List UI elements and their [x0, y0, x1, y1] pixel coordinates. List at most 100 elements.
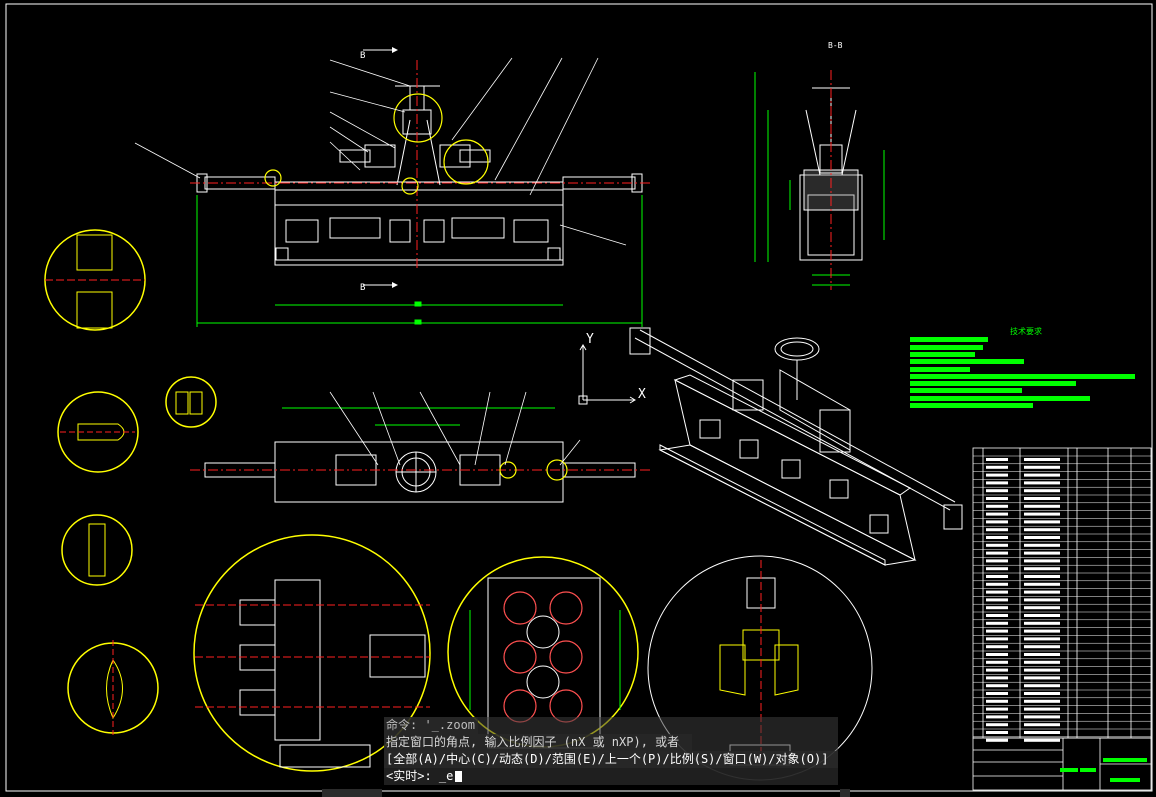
parts-list-cell-fill — [986, 660, 1008, 664]
title-block[interactable] — [972, 737, 1152, 791]
front-view[interactable] — [196, 85, 643, 266]
parts-list-cell-fill — [1024, 489, 1060, 493]
parts-list-cell-fill — [986, 598, 1008, 602]
parts-list-cell-fill — [986, 473, 1008, 477]
section-marker-b — [363, 47, 398, 288]
parts-list-cell-fill — [986, 606, 1008, 610]
detail-g[interactable] — [61, 514, 133, 586]
parts-list-cell-fill — [986, 738, 1008, 742]
parts-list-cell-fill — [1024, 512, 1060, 516]
parts-list-table[interactable] — [972, 447, 1152, 739]
parts-list-cell-fill — [1024, 606, 1060, 610]
parts-list-cell-fill — [1024, 621, 1060, 625]
parts-list-cell-fill — [986, 481, 1008, 485]
parts-list-cell-fill — [1024, 575, 1060, 578]
detail-e[interactable] — [57, 391, 139, 473]
parts-list-cell-fill — [986, 489, 1008, 493]
parts-list-cell-fill — [1024, 645, 1060, 649]
detail-d[interactable] — [44, 229, 146, 331]
command-history-line-2: 指定窗口的角点, 输入比例因子 (nX 或 nXP), 或者 — [384, 734, 692, 751]
parts-list-cell-fill — [1024, 668, 1060, 672]
parts-list-cell-fill — [986, 582, 1008, 586]
top-detail-markers — [499, 459, 568, 481]
parts-list-cell-fill — [1024, 692, 1060, 695]
status-strip-right — [840, 789, 850, 797]
top-view[interactable] — [204, 441, 636, 503]
side-view-b-b[interactable] — [799, 87, 863, 261]
parts-list-cell-fill — [986, 731, 1008, 734]
parts-list-cell-fill — [1024, 684, 1060, 688]
parts-list-cell-fill — [986, 512, 1008, 516]
parts-list-cell-fill — [986, 559, 1008, 563]
tech-requirements-title: 技术要求 — [1010, 326, 1042, 336]
parts-list-cell-fill — [986, 551, 1008, 555]
parts-list-cell-fill — [986, 668, 1008, 672]
parts-list-cell-fill — [1024, 715, 1060, 719]
drawing-frame — [5, 3, 1153, 792]
parts-list-cell-fill — [1024, 504, 1060, 508]
parts-list-cell-fill — [986, 653, 1008, 656]
front-detail-markers — [264, 93, 489, 195]
tech-requirements-lines — [910, 337, 1135, 408]
section-marker-label-top: B — [360, 51, 365, 61]
parts-list-cell-fill — [1024, 567, 1060, 571]
parts-list-cell-fill — [1024, 458, 1060, 461]
detail-c[interactable] — [165, 376, 217, 428]
parts-list-cell-fill — [1024, 465, 1060, 469]
parts-list-cell-fill — [986, 699, 1008, 703]
parts-list-cell-fill — [1024, 723, 1060, 727]
parts-list-cell-fill — [986, 637, 1008, 641]
section-label-b-b: B-B — [828, 41, 843, 50]
parts-list-cell-fill — [1024, 497, 1060, 500]
parts-list-cell-fill — [1024, 543, 1060, 547]
top-leaders — [329, 391, 581, 466]
command-caret — [455, 771, 463, 782]
section-marker-label-bottom: B — [360, 283, 365, 293]
parts-list-cell-fill — [1024, 676, 1060, 680]
parts-list-cell-fill — [986, 676, 1008, 680]
parts-list-cell-fill — [986, 707, 1008, 711]
status-strip-left — [322, 789, 382, 797]
parts-list-cell-fill — [1024, 738, 1060, 742]
parts-list-cell-fill — [1024, 481, 1060, 485]
command-line-panel[interactable]: 命令: '_.zoom 指定窗口的角点, 输入比例因子 (nX 或 nXP), … — [384, 717, 838, 785]
ucs-x-label: X — [638, 387, 646, 402]
parts-list-cell-fill — [986, 590, 1008, 594]
command-history-line-3: [全部(A)/中心(C)/动态(D)/范围(E)/上一个(P)/比例(S)/窗口… — [384, 751, 838, 768]
parts-list-cell-fill — [1024, 520, 1060, 524]
parts-list-cell-fill — [986, 723, 1008, 727]
detail-a[interactable] — [67, 640, 159, 735]
parts-list-cell-fill — [986, 645, 1008, 649]
parts-list-cell-fill — [986, 614, 1008, 617]
front-leaders — [134, 57, 627, 246]
parts-list-cell-fill — [986, 715, 1008, 719]
parts-list-cell-fill — [986, 629, 1008, 633]
parts-list-cell-fill — [986, 497, 1008, 500]
parts-list-cell-fill — [1024, 629, 1060, 633]
parts-list-cell-fill — [1024, 707, 1060, 711]
parts-list-cell-fill — [1024, 559, 1060, 563]
command-input[interactable]: <实时>: _e — [384, 768, 838, 785]
command-prompt: <实时>: _e — [386, 769, 454, 783]
parts-list-cell-fill — [986, 575, 1008, 578]
parts-list-cell-fill — [1024, 653, 1060, 656]
parts-list-cell-fill — [986, 692, 1008, 695]
parts-list-cell-fill — [1024, 473, 1060, 477]
parts-list-cell-fill — [1024, 551, 1060, 555]
parts-list-cell-fill — [1024, 598, 1060, 602]
parts-list-cell-fill — [1024, 536, 1060, 539]
parts-list-cell-fill — [986, 520, 1008, 524]
ucs-icon — [578, 344, 636, 405]
parts-list-cell-fill — [986, 528, 1008, 532]
parts-list-cell-fill — [986, 536, 1008, 539]
parts-list-cell-fill — [1024, 637, 1060, 641]
isometric-view[interactable] — [629, 327, 963, 566]
parts-list-cell-fill — [986, 621, 1008, 625]
parts-list-cell-fill — [986, 684, 1008, 688]
parts-list-cell-fill — [1024, 614, 1060, 617]
parts-list-cell-fill — [1024, 528, 1060, 532]
parts-list-rows — [973, 455, 1151, 742]
parts-list-cell-fill — [1024, 699, 1060, 703]
detail-b[interactable] — [193, 534, 431, 772]
